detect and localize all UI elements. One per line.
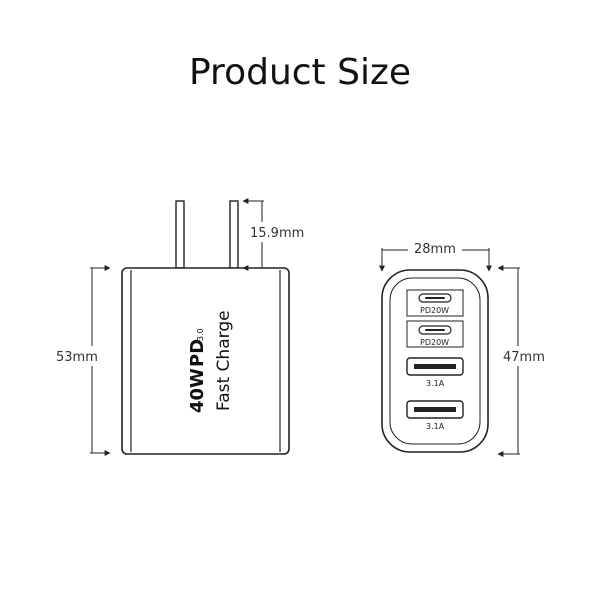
height-dimension-front: 47mm: [497, 265, 556, 457]
brand-label: 40W PD 3.0 Fast Charge: [187, 310, 234, 413]
side-view: 40W PD 3.0 Fast Charge 53mm 15.9mm: [52, 198, 308, 456]
usb-c-port-2-label: PD20W: [420, 338, 449, 347]
prong-right: [229, 200, 239, 269]
usb-a-port-1: 3.1A: [406, 357, 464, 388]
usb-c-port-2: PD20W: [406, 320, 464, 348]
pd-version: 3.0: [196, 328, 205, 341]
height-label-side: 53mm: [56, 350, 98, 365]
prong-length-label: 15.9mm: [250, 226, 304, 241]
height-dimension-side: 53mm: [52, 265, 111, 456]
prong-left: [175, 200, 185, 269]
fast-charge-label: Fast Charge: [214, 310, 234, 411]
prong-dimension: 15.9mm: [242, 198, 308, 271]
page-title: Product Size: [188, 52, 412, 93]
usb-c-port-1: PD20W: [406, 289, 464, 317]
usb-a-port-2: 3.1A: [406, 400, 464, 431]
width-label-front: 28mm: [414, 242, 456, 257]
charger-side-body: [121, 267, 290, 455]
height-label-front: 47mm: [503, 350, 545, 365]
front-view: PD20W PD20W 3.1A 3.1A 28mm: [379, 240, 556, 457]
usb-a-port-1-label: 3.1A: [426, 379, 445, 388]
brand-power: 40W: [187, 368, 208, 413]
pd-logo: PD: [187, 339, 208, 367]
usb-c-port-1-label: PD20W: [420, 306, 449, 315]
usb-a-port-2-label: 3.1A: [426, 422, 445, 431]
width-dimension-front: 28mm: [379, 240, 492, 272]
